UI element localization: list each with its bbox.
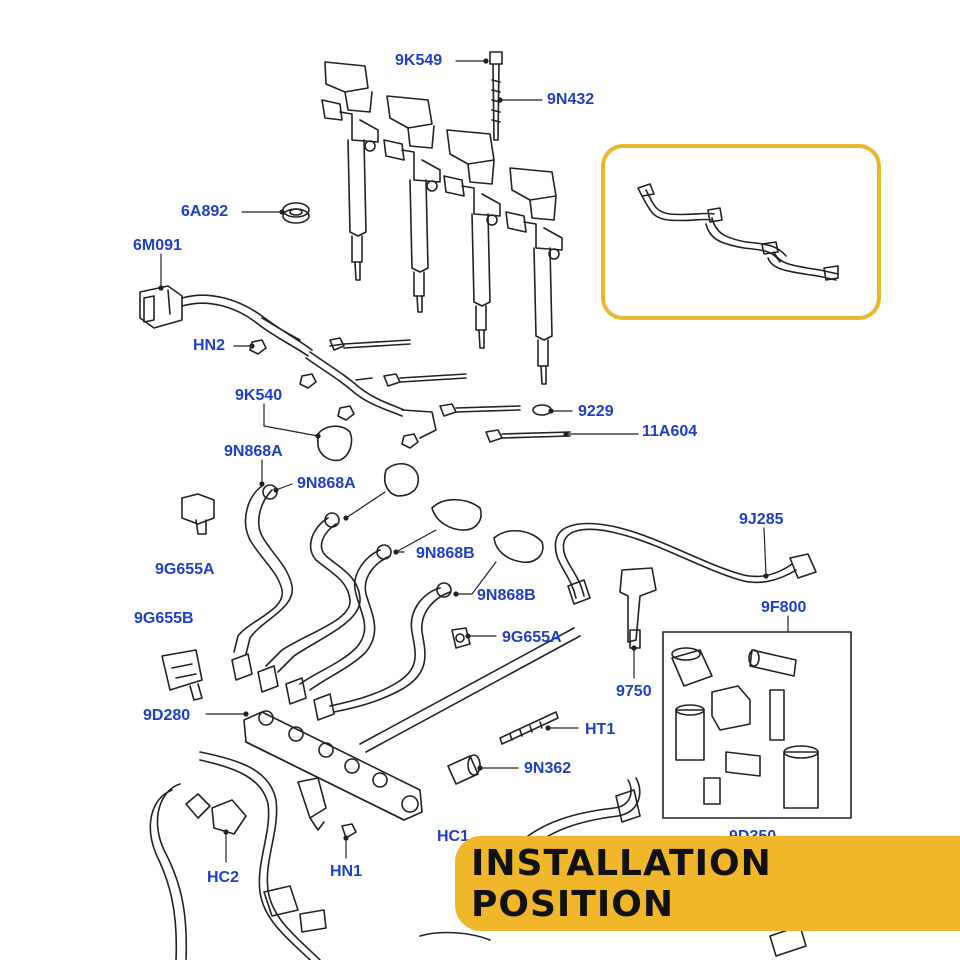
label-9N868B-upper: 9N868B [416,545,475,562]
injector-2 [383,95,441,313]
label-9G655B: 9G655B [134,610,194,627]
leak-off-hoses [233,484,452,713]
label-HC2: HC2 [207,869,240,886]
installation-position-inset [601,144,881,320]
fuel-rail-9D280 [231,653,423,839]
banner-text: INSTALLATION POSITION [471,842,772,925]
stud-HT1 [499,711,559,745]
label-6A892: 6A892 [181,203,229,220]
return-caps [317,425,544,564]
clip-9G655A-right [451,627,471,649]
label-HT1: HT1 [585,721,616,738]
pipe-9J285 [359,522,817,753]
bolt-9K549 [489,51,503,141]
washer-9229 [532,404,552,416]
injector-4 [505,167,563,385]
label-11A604: 11A604 [642,423,698,436]
label-9N868B-lower: 9N868B [477,587,536,604]
label-9J285: 9J285 [739,511,784,528]
glow-plugs [329,337,571,443]
installation-position-banner: INSTALLATION POSITION [455,836,960,931]
label-9K540: 9K540 [235,387,283,404]
label-9F800: 9F800 [761,599,807,616]
injector-3 [443,129,501,349]
washer-6A892 [282,202,310,224]
inset-harness-drawing [637,183,839,281]
label-9G655A-left: 9G655A [155,561,215,578]
sleeve-9N362 [447,754,481,785]
bracket-9750 [619,567,657,649]
leader-lines [158,58,789,863]
nuts-HN2 [249,339,419,449]
label-9N868A-lower: 9N868A [297,475,356,492]
injector-1 [321,61,379,281]
label-9750: 9750 [616,683,652,700]
label-9229: 9229 [578,403,614,420]
kit-9F800 [662,631,852,819]
lower-harness [149,751,807,960]
label-HN1: HN1 [330,863,363,880]
label-9N868A-upper: 9N868A [224,443,283,460]
clip-9G655B [161,649,203,701]
harness-6M091 [139,285,437,439]
label-9K549: 9K549 [395,52,443,69]
label-6M091: 6M091 [133,237,182,254]
label-9N362: 9N362 [524,760,572,777]
label-9N432: 9N432 [547,91,595,108]
label-HC1: HC1 [437,828,470,845]
label-HN2: HN2 [193,337,226,354]
clip-9G655A-left [181,493,215,535]
label-9D280: 9D280 [143,707,191,724]
label-9G655A-right: 9G655A [502,629,562,646]
